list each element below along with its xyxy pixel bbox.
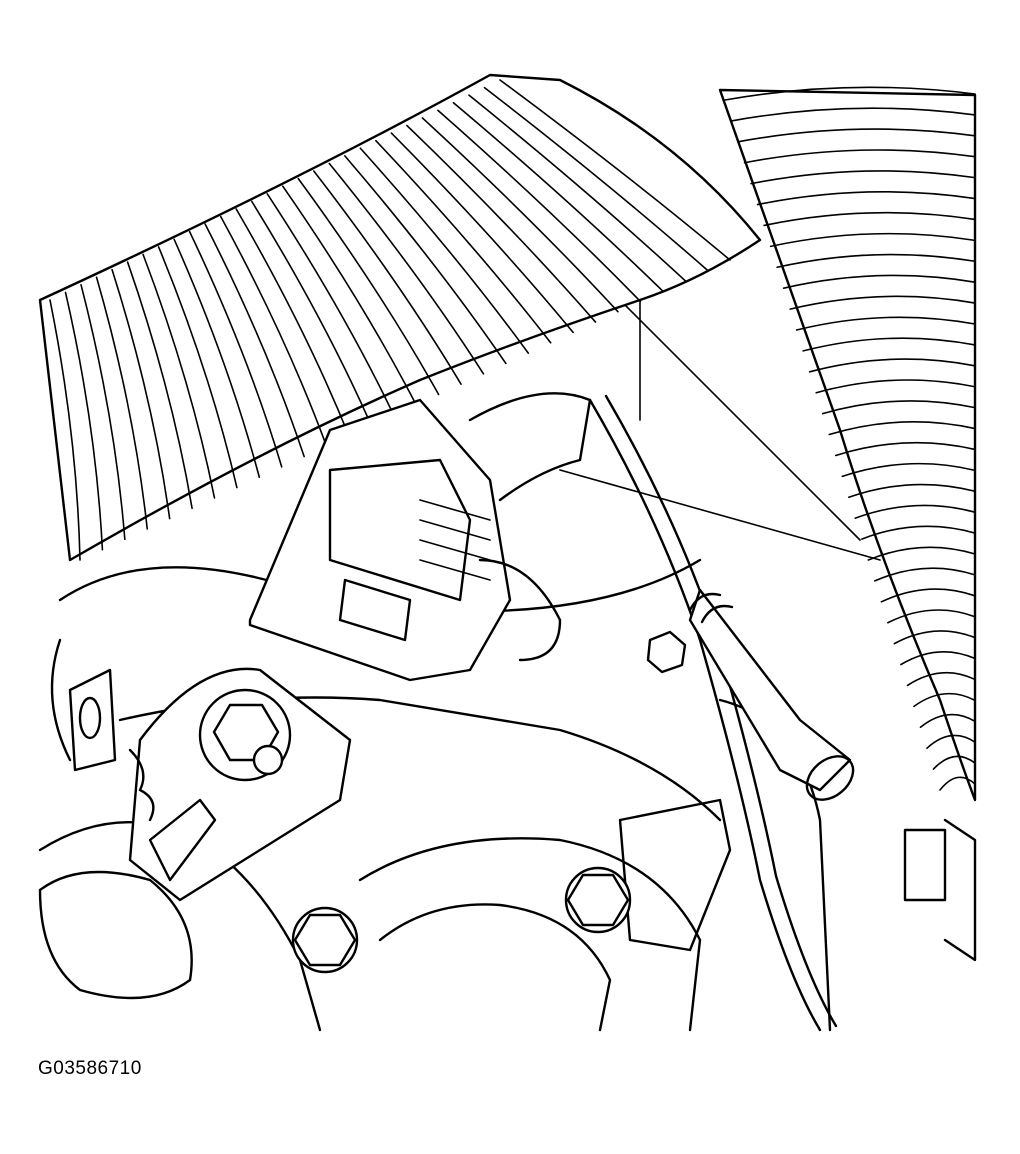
conduit-rib (142, 253, 216, 499)
conduit-rib (111, 268, 171, 520)
bolt-2 (291, 906, 359, 974)
bolt-3 (564, 866, 632, 934)
conduit-rib (887, 609, 976, 624)
conduit-rib (900, 651, 976, 666)
conduit-rib (795, 316, 976, 331)
bolt-1 (198, 688, 292, 782)
mounting-bracket (68, 667, 732, 952)
conduit-rib (828, 421, 976, 436)
conduit-rib (737, 128, 976, 143)
conduit-rib (763, 211, 976, 227)
conduit-rib (235, 208, 350, 437)
conduit-rib (80, 284, 126, 541)
conduit-rib (802, 337, 976, 352)
conduit-rib (219, 215, 328, 448)
conduit-rib (847, 483, 976, 499)
conduit-rib (95, 276, 149, 530)
conduit-rib (776, 253, 976, 269)
conduit-rib (782, 274, 976, 289)
conduit-rib (743, 149, 976, 164)
conduit-rib (880, 588, 976, 603)
conduit-rib (437, 109, 642, 303)
bolt-4 (646, 630, 687, 674)
conduit-rib (390, 132, 574, 334)
conduit-rib (919, 713, 976, 729)
conduit-rib (328, 162, 485, 375)
conduit-rib (188, 230, 283, 468)
conduit-rib (468, 94, 686, 282)
conduit-rib (126, 261, 193, 510)
conduit-rib (204, 223, 305, 458)
conduit-rib (834, 441, 976, 457)
conduit-rib (874, 567, 976, 582)
conduit-rib (815, 379, 976, 394)
conduit-rib (939, 776, 976, 791)
technical-illustration (38, 73, 977, 1032)
conduit-rib (789, 295, 976, 310)
harness-connector (248, 392, 592, 682)
ground-terminal (38, 748, 217, 1000)
conduit-rib (821, 400, 976, 415)
conduit-rib (769, 232, 976, 248)
conduit-rib (49, 299, 81, 561)
conduit-rib (297, 177, 440, 396)
conduit-rib (499, 79, 731, 261)
conduit-rib (756, 191, 976, 206)
conduit-rib (913, 692, 976, 708)
conduit-rib (932, 755, 976, 770)
conduit-rib (344, 155, 507, 365)
wire-lead (588, 394, 838, 1032)
conduit-rib (841, 462, 976, 478)
conduit-rib (854, 504, 976, 519)
conduit-rib (312, 170, 462, 385)
conduit-rib (724, 86, 976, 101)
hose-fitting (688, 588, 855, 801)
conduit-rib (406, 124, 597, 323)
corrugated-conduit-upper (38, 73, 762, 562)
conduit-rib (730, 107, 976, 122)
conduit-rib (375, 139, 552, 344)
conduit-rib (157, 246, 238, 489)
conduit-rib (250, 200, 373, 427)
conduit-rib (926, 734, 976, 749)
corrugated-conduit-right (718, 86, 977, 802)
conduit-rib (64, 291, 104, 551)
conduit-rib (483, 86, 709, 272)
conduit-rib (893, 630, 976, 645)
conduit-rib (359, 147, 530, 354)
conduit-rib (421, 117, 619, 313)
conduit-rib (173, 238, 261, 479)
figure-code: G03586710 (38, 1058, 142, 1079)
conduit-rib (266, 192, 395, 416)
conduit-rib (808, 358, 976, 373)
conduit-rib (867, 546, 976, 561)
conduit-rib (281, 185, 418, 406)
conduit-rib (452, 101, 664, 292)
conduit-rib (861, 525, 976, 540)
side-clip (903, 818, 977, 962)
conduit-rib (906, 671, 976, 687)
hex-bolts (198, 630, 687, 974)
conduit-rib (750, 170, 976, 185)
